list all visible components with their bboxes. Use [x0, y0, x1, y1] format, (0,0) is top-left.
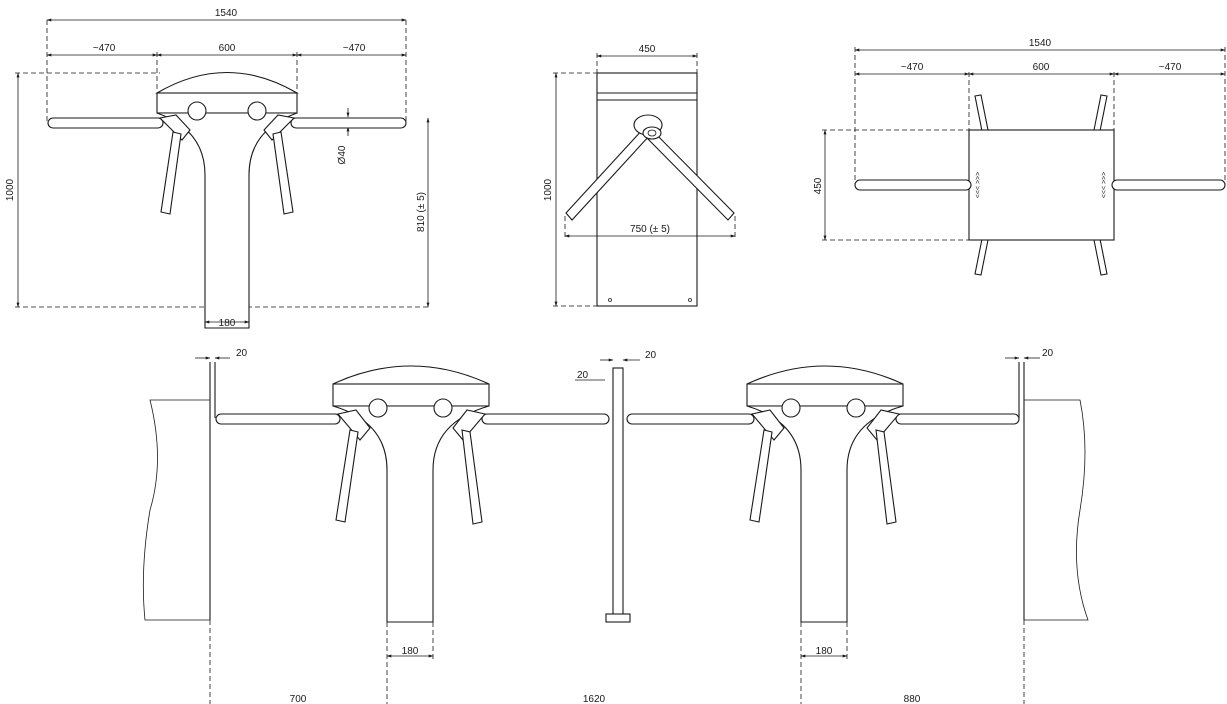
front-base-width: 180 — [219, 318, 236, 329]
front-left-arm-length: ~470 — [93, 43, 116, 54]
front-arm-height: 810 (± 5) — [416, 192, 427, 232]
install-gap-right-wall: 20 — [1042, 348, 1054, 359]
top-direction-arrows-left: <<< >>> — [975, 172, 982, 198]
install-gap-post-top: 20 — [645, 350, 657, 361]
install-span-left: 700 — [290, 694, 307, 704]
install-base-left: 180 — [402, 646, 419, 657]
top-depth: 450 — [813, 177, 824, 194]
install-base-right: 180 — [816, 646, 833, 657]
side-arm-span: 750 (± 5) — [630, 224, 670, 235]
front-tube-diameter: Ø40 — [337, 145, 348, 164]
install-gap-left-wall: 20 — [236, 348, 248, 359]
front-view: 1540 ~470 600 ~470 1000 810 (± 5) Ø40 — [5, 8, 430, 329]
side-total-height: 1000 — [543, 178, 554, 201]
top-view: 1540 ~470 600 ~470 450 <<< >>> <<< >>> — [813, 38, 1226, 276]
top-direction-arrows-right: <<< >>> — [1101, 172, 1108, 198]
top-body-width: 600 — [1033, 62, 1050, 73]
side-width: 450 — [639, 44, 656, 55]
front-total-height: 1000 — [5, 178, 16, 201]
front-body-width: 600 — [219, 43, 236, 54]
front-right-arm-length: ~470 — [343, 43, 366, 54]
install-gap-post-side: 20 — [577, 370, 589, 381]
installation-view: 20 20 20 20 180 — [142, 348, 1089, 704]
install-span-right: 880 — [904, 694, 921, 704]
install-span-middle: 1620 — [583, 694, 606, 704]
side-view: 450 1000 750 (± 5) — [543, 44, 736, 307]
top-left-arm-length: ~470 — [901, 62, 924, 73]
top-right-arm-length: ~470 — [1159, 62, 1182, 73]
top-total-width: 1540 — [1029, 38, 1052, 49]
front-total-width: 1540 — [215, 8, 238, 19]
